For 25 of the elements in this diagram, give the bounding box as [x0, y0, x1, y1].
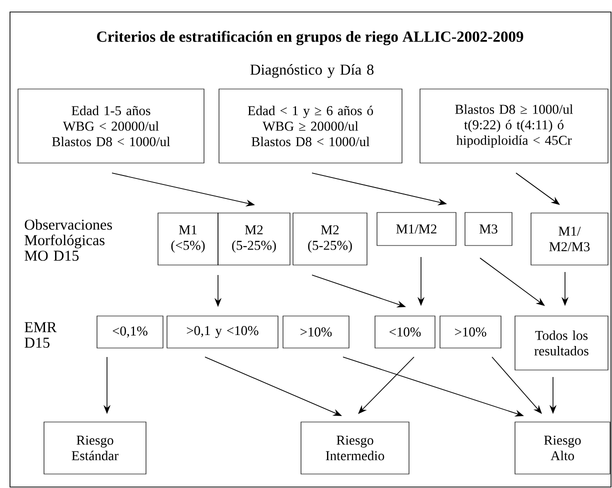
arrow	[516, 172, 560, 205]
result-box: M1 (<5%)	[158, 212, 218, 266]
criteria-box: Edad 1-5 años WBG < 20000/ul Blastos D8 < 1000/ul	[18, 88, 204, 164]
row-label: Observaciones Morfológicas MO D15	[24, 219, 112, 261]
risk-box: Riesgo Estándar	[44, 422, 146, 474]
result-box: >0,1 y <10%	[166, 316, 278, 348]
result-box: M1/M2	[376, 212, 456, 246]
result-box: M1/ M2/M3	[530, 212, 608, 266]
arrow	[480, 258, 545, 306]
criteria-box: Edad < 1 y ≥ 6 años ó WBG ≥ 20000/ul Blastos D8 < 1000/ul	[218, 88, 402, 164]
result-box: M2 (5-25%)	[292, 212, 368, 266]
arrow	[492, 356, 542, 414]
result-box: >10%	[440, 316, 502, 348]
result-box: Todos los resultados	[514, 316, 608, 370]
result-box: M2 (5-25%)	[218, 212, 290, 266]
title: Criterios de estratificación en grupos de riego ALLIC-2002-2009	[97, 30, 524, 46]
result-box: >10%	[282, 316, 350, 348]
criteria-box: Blastos D8 ≥ 1000/ul t(9:22) ó t(4:11) ó hipodiploidía < 45Cr	[420, 88, 608, 164]
result-box: <0,1%	[96, 316, 164, 348]
result-box: <10%	[374, 316, 436, 348]
result-box: M3	[464, 212, 512, 246]
row-label: EMR D15	[24, 322, 57, 348]
risk-box: Riesgo Intermedio	[300, 422, 410, 474]
risk-box: Riesgo Alto	[514, 422, 610, 474]
arrow	[358, 356, 414, 414]
